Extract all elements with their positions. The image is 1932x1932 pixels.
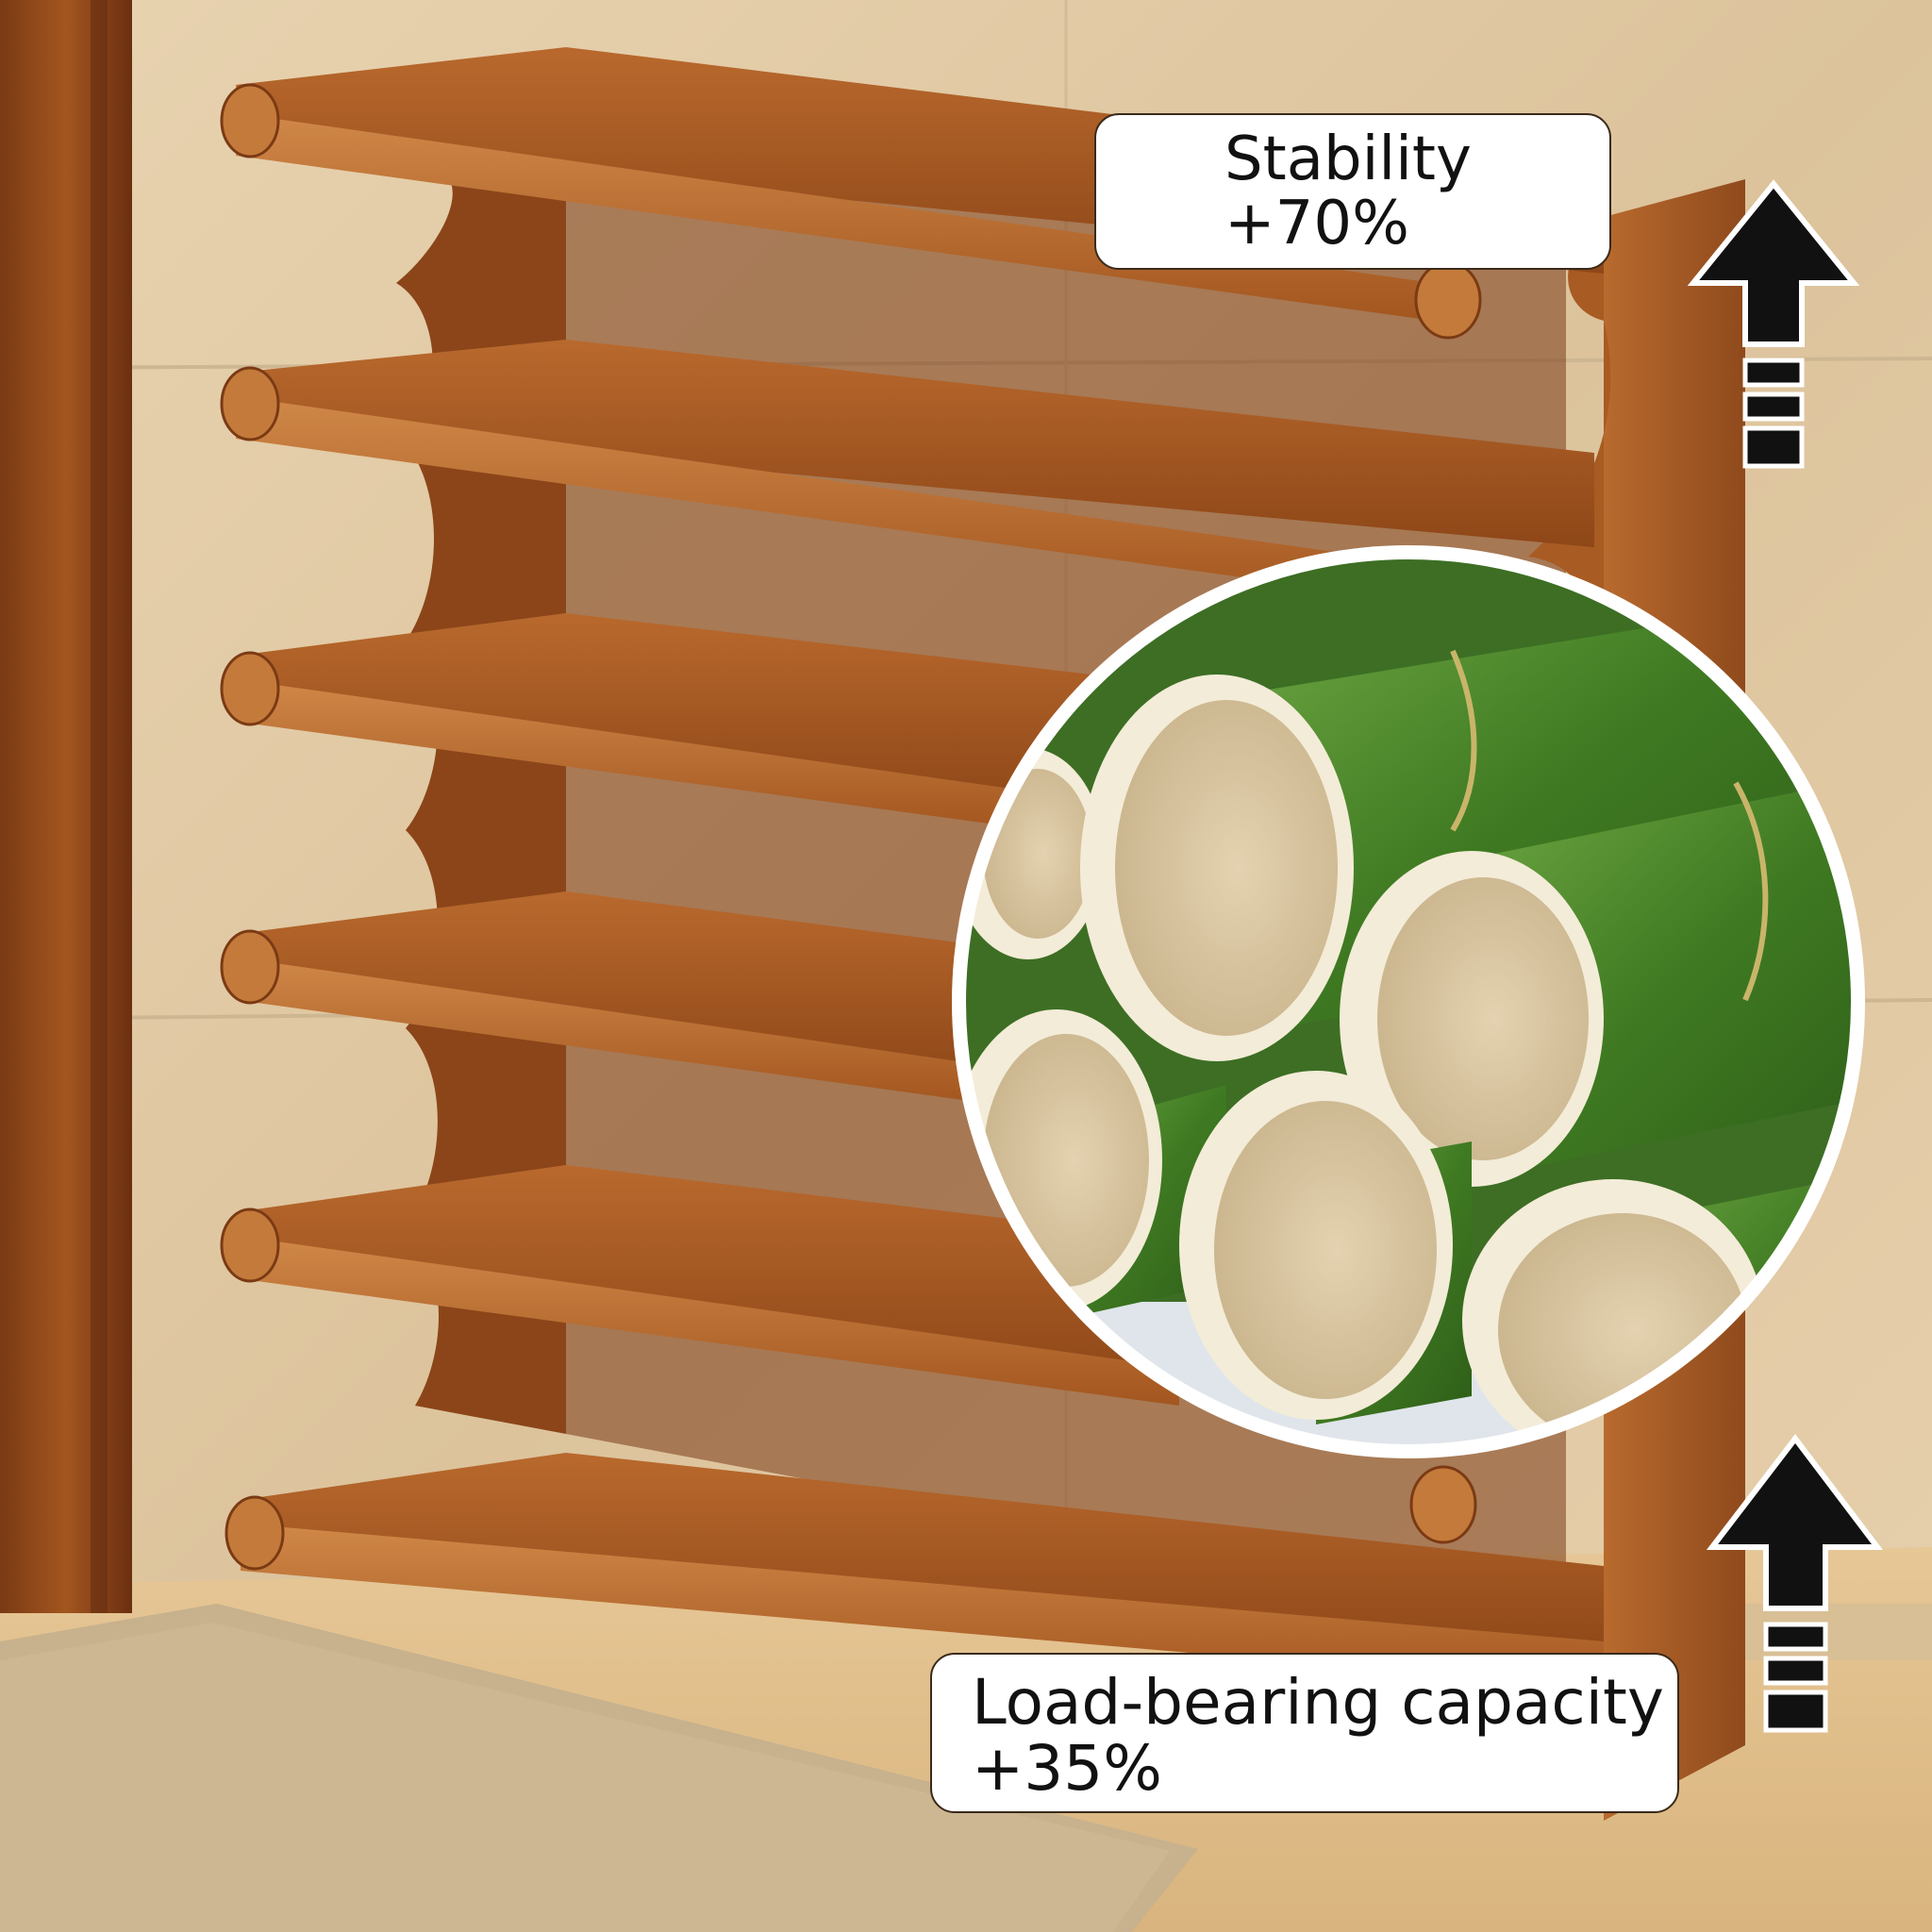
shelf-tier-2 (220, 340, 1594, 604)
bamboo-tube (1340, 774, 1856, 1187)
stability-label: Stability (1224, 125, 1472, 194)
shelf-tier-5 (220, 1165, 1226, 1406)
load-capacity-value: +35% (972, 1731, 1162, 1805)
up-arrow-icon (1687, 179, 1860, 469)
shelf-tier-6 (225, 260, 1604, 1689)
load-capacity-label: Load-bearing capacity (972, 1666, 1664, 1739)
bamboo-closeup-circle (952, 545, 1865, 1458)
shelf-tier-4 (220, 891, 1038, 1104)
shelf-tier-3 (220, 613, 1132, 830)
up-arrow-icon (1706, 1434, 1884, 1733)
load-capacity-callout: Load-bearing capacity +35% (930, 1653, 1679, 1813)
stability-value: +70% (1224, 188, 1409, 258)
stability-callout: Stability +70% (1094, 113, 1611, 270)
bamboo-tube (1179, 1071, 1472, 1424)
